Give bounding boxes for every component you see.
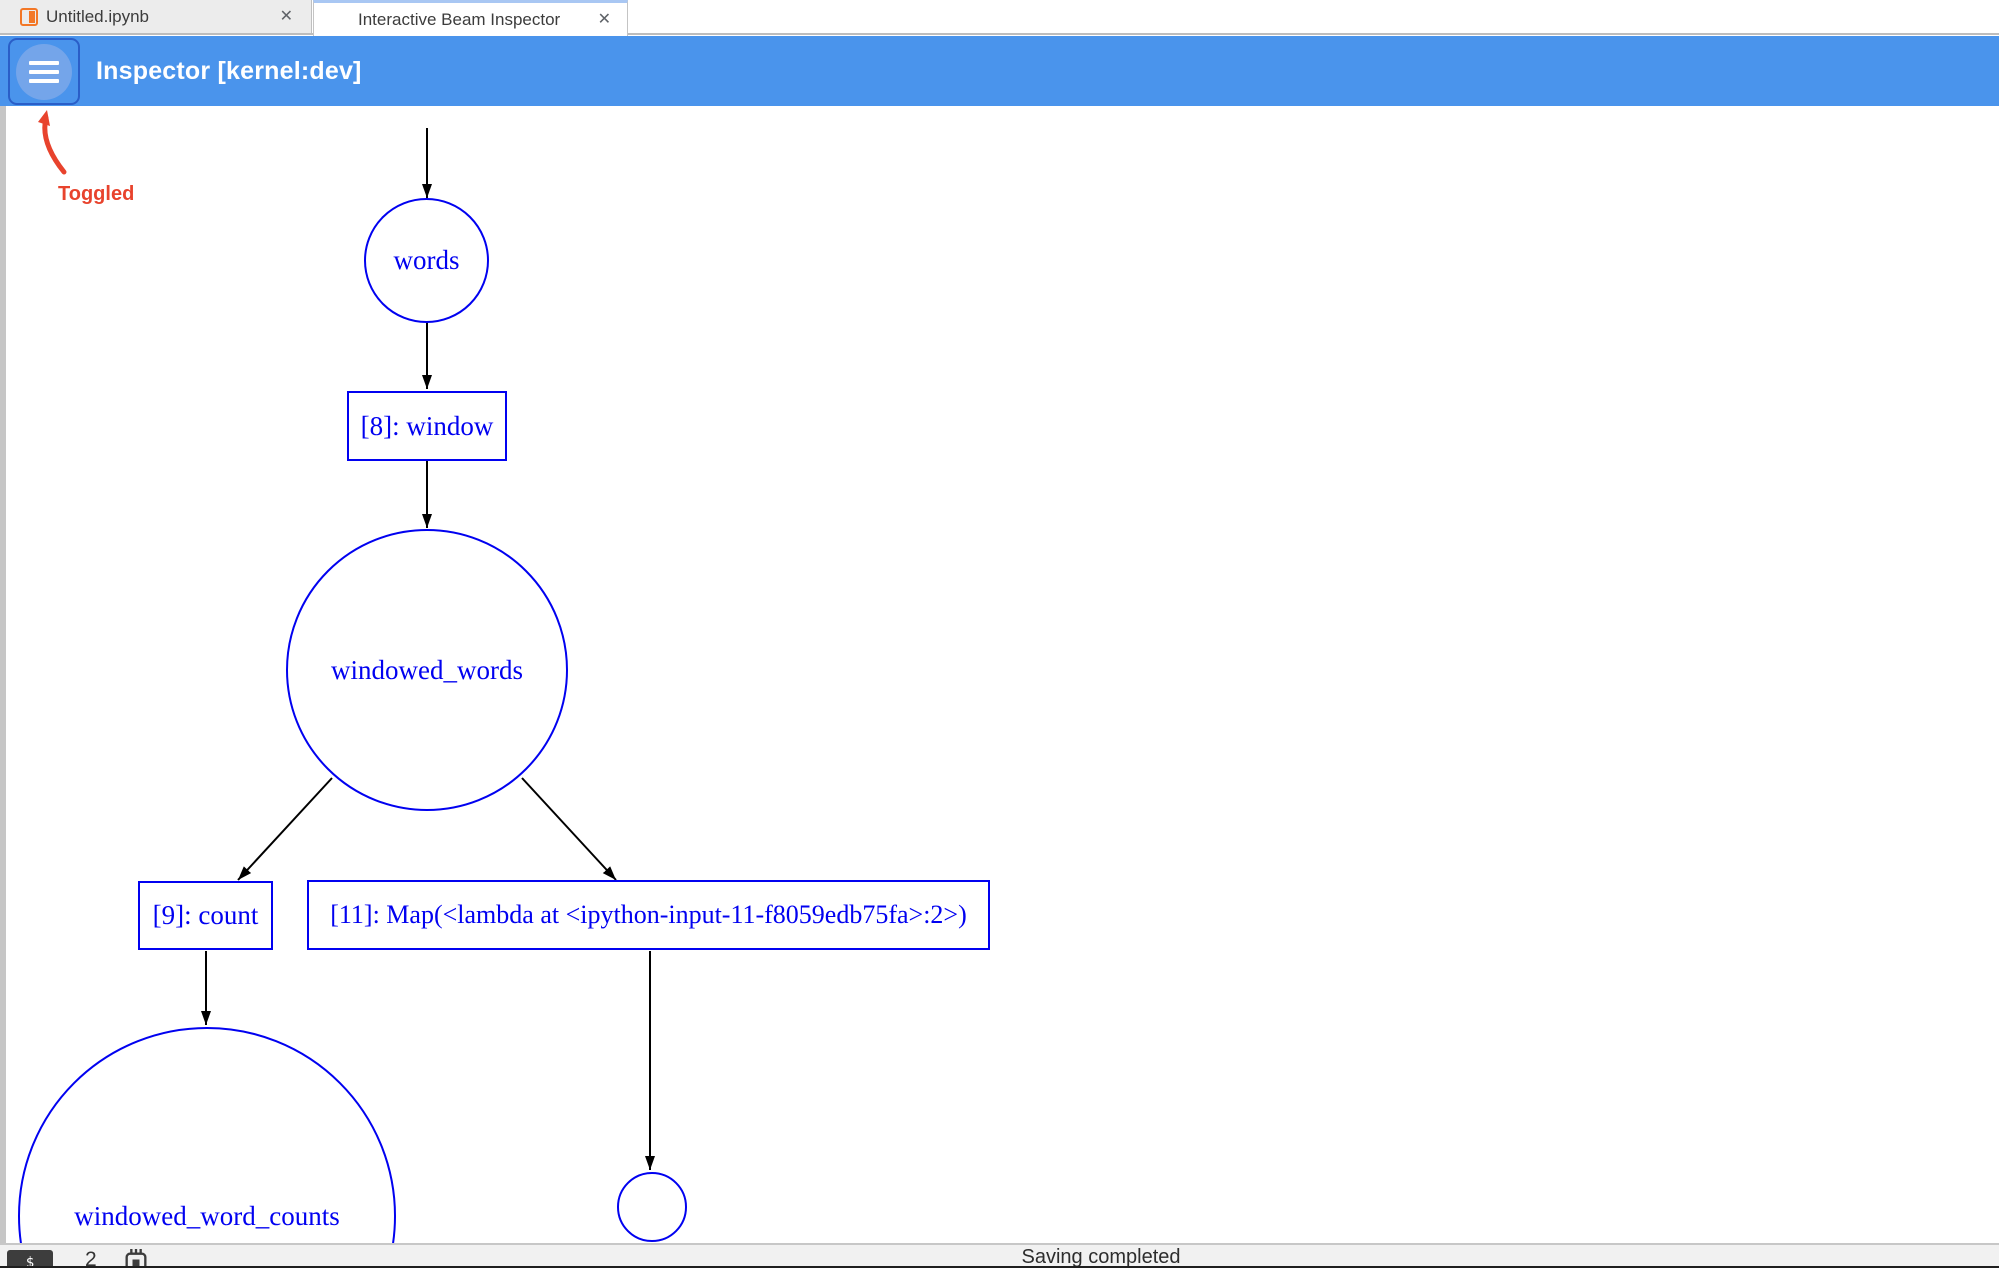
statusbar-sessions[interactable]: $ 2 bbox=[7, 1248, 151, 1268]
window-bottom-edge bbox=[0, 1266, 1999, 1268]
graph-node-windowed-word-counts: windowed_word_counts bbox=[18, 1027, 396, 1243]
inspector-title: Inspector [kernel:dev] bbox=[96, 56, 362, 85]
node-label: windowed_words bbox=[331, 654, 523, 685]
tab-bar-border bbox=[0, 33, 1999, 35]
inspector-toolbar: Inspector [kernel:dev] bbox=[0, 36, 1999, 106]
statusbar-top-border bbox=[0, 1243, 1999, 1245]
tab-untitled-notebook[interactable]: Untitled.ipynb ✕ bbox=[0, 0, 312, 33]
notebook-file-icon-fill bbox=[29, 11, 35, 23]
node-label: [8]: window bbox=[360, 410, 494, 441]
close-icon[interactable]: ✕ bbox=[279, 7, 293, 25]
kernel-chip-icon[interactable] bbox=[121, 1249, 151, 1268]
hamburger-menu-icon bbox=[16, 43, 72, 100]
graph-node-map-lambda: [11]: Map(<lambda at <ipython-input-11-f… bbox=[307, 880, 990, 950]
dock-tab-bar: Untitled.ipynb ✕ Interactive Beam Inspec… bbox=[0, 0, 1999, 36]
graph-node-count: [9]: count bbox=[138, 881, 273, 950]
node-label: [11]: Map(<lambda at <ipython-input-11-f… bbox=[330, 900, 967, 929]
close-icon[interactable]: ✕ bbox=[597, 10, 611, 28]
terminal-icon[interactable]: $ bbox=[7, 1250, 53, 1268]
left-edge-strip bbox=[0, 36, 6, 1243]
graph-node-windowed-words: windowed_words bbox=[286, 529, 568, 811]
tab-label: Interactive Beam Inspector bbox=[358, 9, 561, 29]
status-bar: $ 2 Saving completed bbox=[0, 1245, 1999, 1268]
graph-node-words: words bbox=[364, 198, 489, 323]
node-label: windowed_word_counts bbox=[74, 1200, 340, 1231]
hamburger-menu-button[interactable] bbox=[8, 38, 80, 105]
tab-label: Untitled.ipynb bbox=[46, 6, 150, 26]
terminals-count: 2 bbox=[85, 1248, 97, 1268]
notebook-file-icon bbox=[20, 8, 38, 26]
annotation-label: Toggled bbox=[58, 183, 135, 205]
node-label: [9]: count bbox=[152, 900, 259, 930]
node-label: words bbox=[393, 245, 460, 275]
graph-node-unnamed bbox=[617, 1172, 687, 1242]
save-status-message: Saving completed bbox=[1021, 1246, 1181, 1268]
graph-node-window: [8]: window bbox=[347, 391, 507, 461]
tab-interactive-beam-inspector[interactable]: Interactive Beam Inspector ✕ bbox=[313, 0, 628, 36]
